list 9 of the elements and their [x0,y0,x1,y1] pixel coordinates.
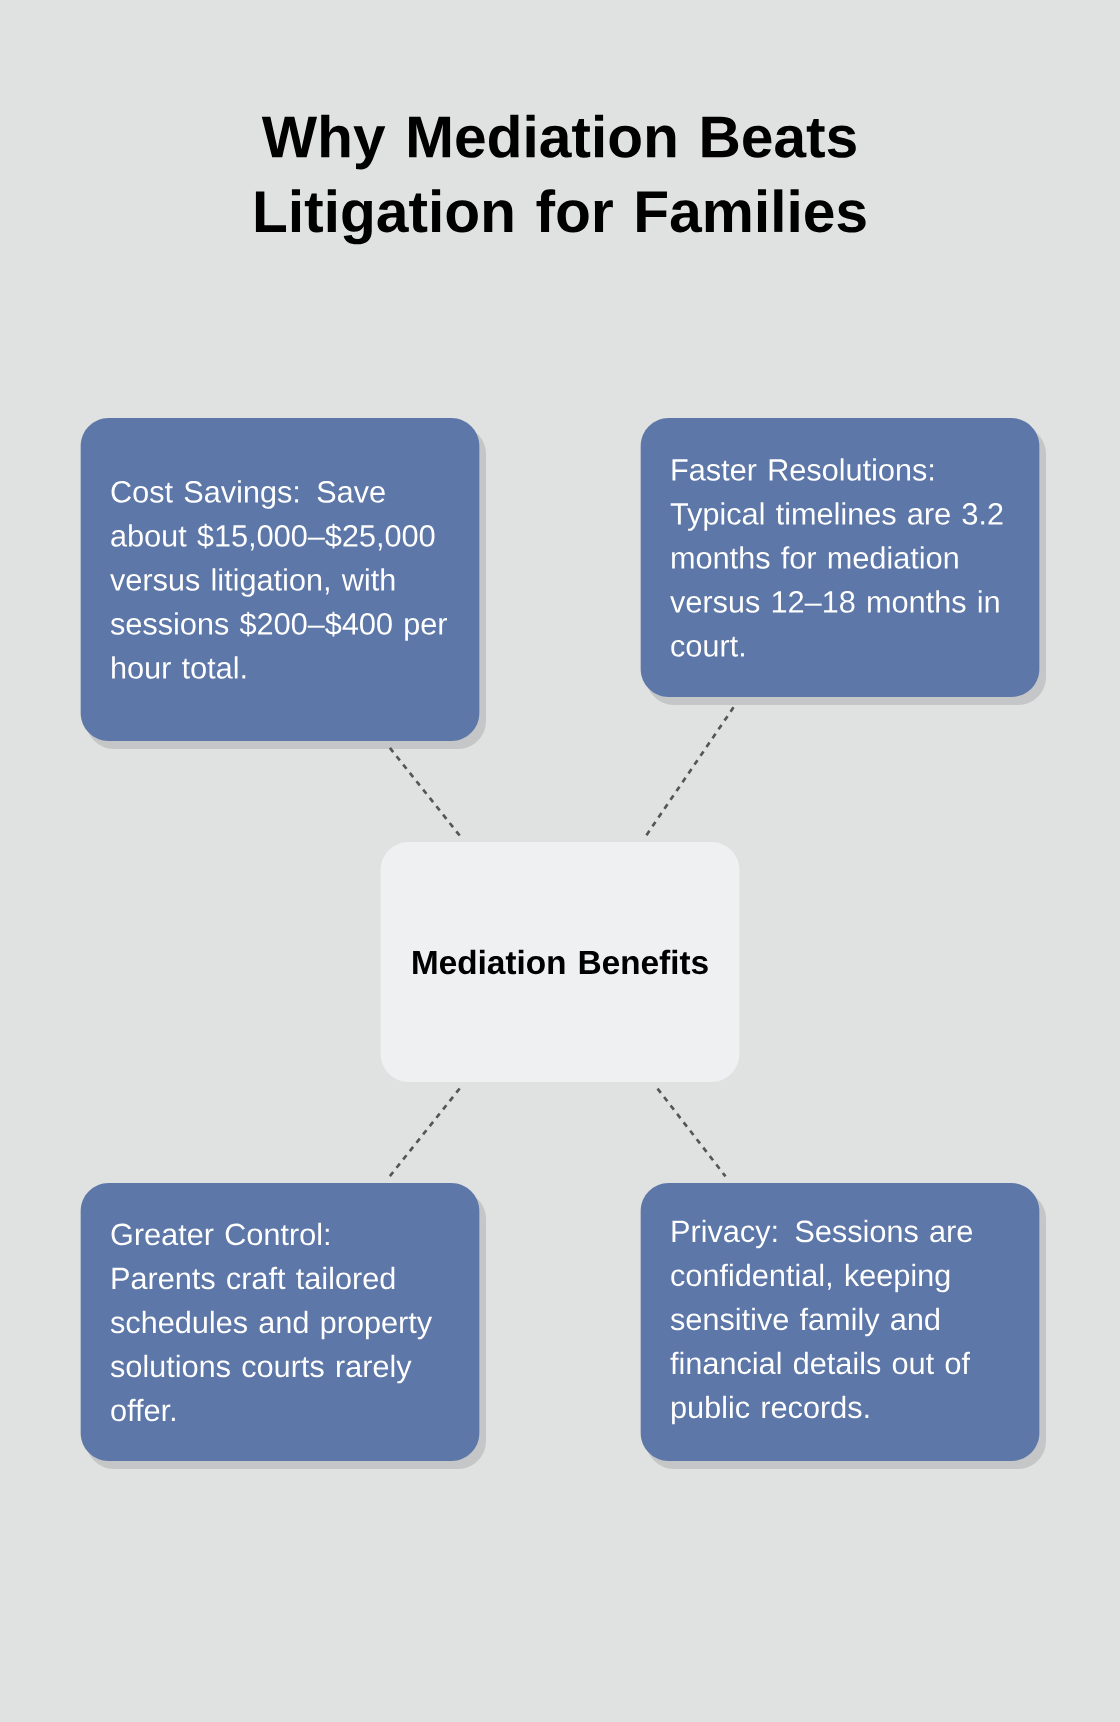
center-box: Mediation Benefits [380,842,740,1082]
connector-line [388,746,461,837]
benefit-box: Greater Control: Parents craft tailored schedules and property solutions courts rarely offer. [80,1183,486,1469]
connector-line [388,1087,461,1178]
benefit-box: Faster Resolutions: Typical timelines are 3.2 months for mediation versus 12–18 months in court. [640,418,1046,705]
benefit-box: Privacy: Sessions are confidential, keeping sensitive family and financial details out of public records. [640,1183,1046,1469]
title: Why Mediation Beats Litigation for Families [255,114,866,245]
benefit-box: Cost Savings: Save about $15,000–$25,000 versus litigation, with sessions $200–$400 per hour total. [80,418,486,749]
connector-line [656,1087,727,1178]
